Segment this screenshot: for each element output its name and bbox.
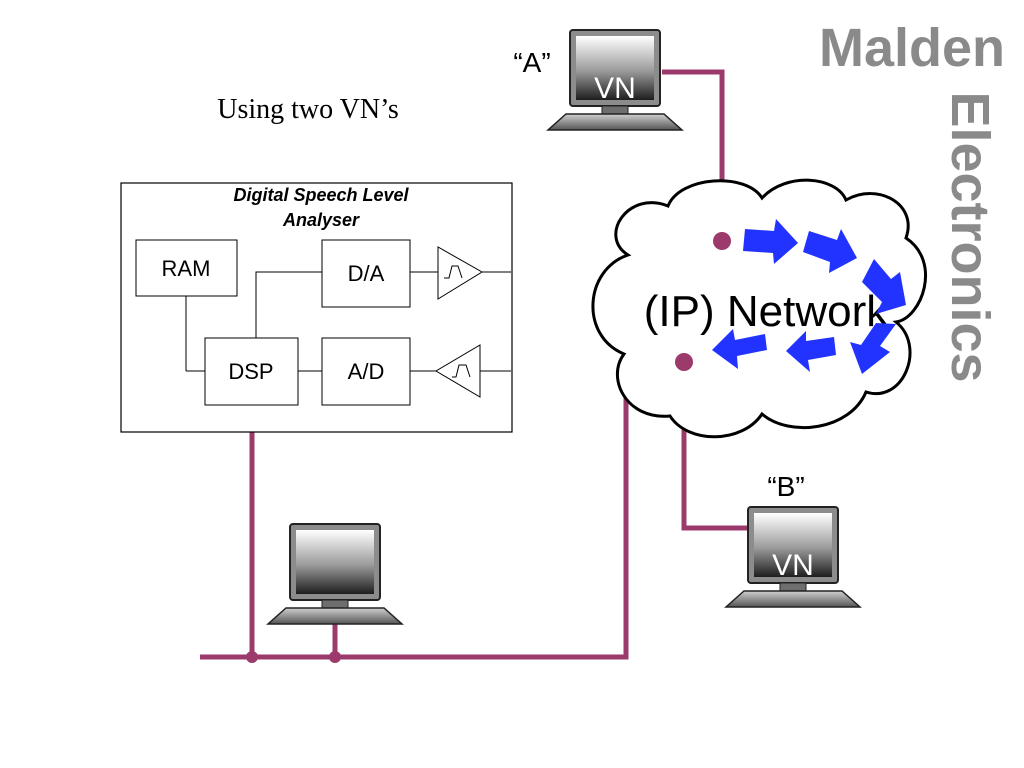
dsp-block: DSP bbox=[204, 337, 299, 406]
brand-malden: Malden bbox=[819, 18, 1005, 78]
brand-electronics: Electronics bbox=[940, 91, 1000, 382]
flow-arrow-2 bbox=[803, 229, 857, 273]
junction-analyser bbox=[246, 651, 258, 663]
node-a-label: “A” bbox=[513, 47, 550, 78]
flow-arrow-1 bbox=[743, 219, 798, 264]
computer-local[interactable] bbox=[266, 523, 404, 625]
link-lan-network bbox=[200, 364, 629, 660]
node-b-endpoint bbox=[675, 353, 693, 371]
node-b-label: “B” bbox=[767, 471, 804, 502]
analyser-title-line2: Analyser bbox=[282, 210, 360, 230]
analyser-box: Digital Speech Level Analyser RAM DSP D/… bbox=[120, 182, 513, 433]
flow-arrow-3 bbox=[862, 259, 906, 314]
ad-block: A/D bbox=[321, 337, 411, 406]
output-filter-amp bbox=[437, 246, 483, 300]
ram-label: RAM bbox=[162, 256, 211, 281]
da-block: D/A bbox=[321, 239, 411, 308]
flow-arrow-6 bbox=[712, 329, 767, 369]
computer-b[interactable]: VN bbox=[724, 506, 862, 608]
vn-label-b: VN bbox=[772, 549, 814, 582]
ip-network-cloud: (IP) Network bbox=[591, 178, 927, 439]
flow-arrow-5 bbox=[786, 331, 836, 372]
input-filter-amp bbox=[435, 344, 481, 398]
flow-arrow-4 bbox=[850, 323, 896, 374]
ram-block: RAM bbox=[135, 239, 238, 297]
da-label: D/A bbox=[348, 261, 385, 286]
ad-label: A/D bbox=[348, 359, 385, 384]
slide-title: Using two VN’s bbox=[217, 94, 399, 125]
data-flow-arrows bbox=[712, 219, 906, 374]
computer-a[interactable]: VN bbox=[546, 29, 684, 131]
junction-pc bbox=[329, 651, 341, 663]
analyser-title-line1: Digital Speech Level bbox=[233, 185, 409, 205]
vn-label-a: VN bbox=[594, 72, 636, 105]
node-a-endpoint bbox=[713, 232, 731, 250]
analyser-wiring bbox=[185, 271, 511, 372]
dsp-label: DSP bbox=[228, 359, 273, 384]
network-label: (IP) Network bbox=[644, 287, 889, 336]
